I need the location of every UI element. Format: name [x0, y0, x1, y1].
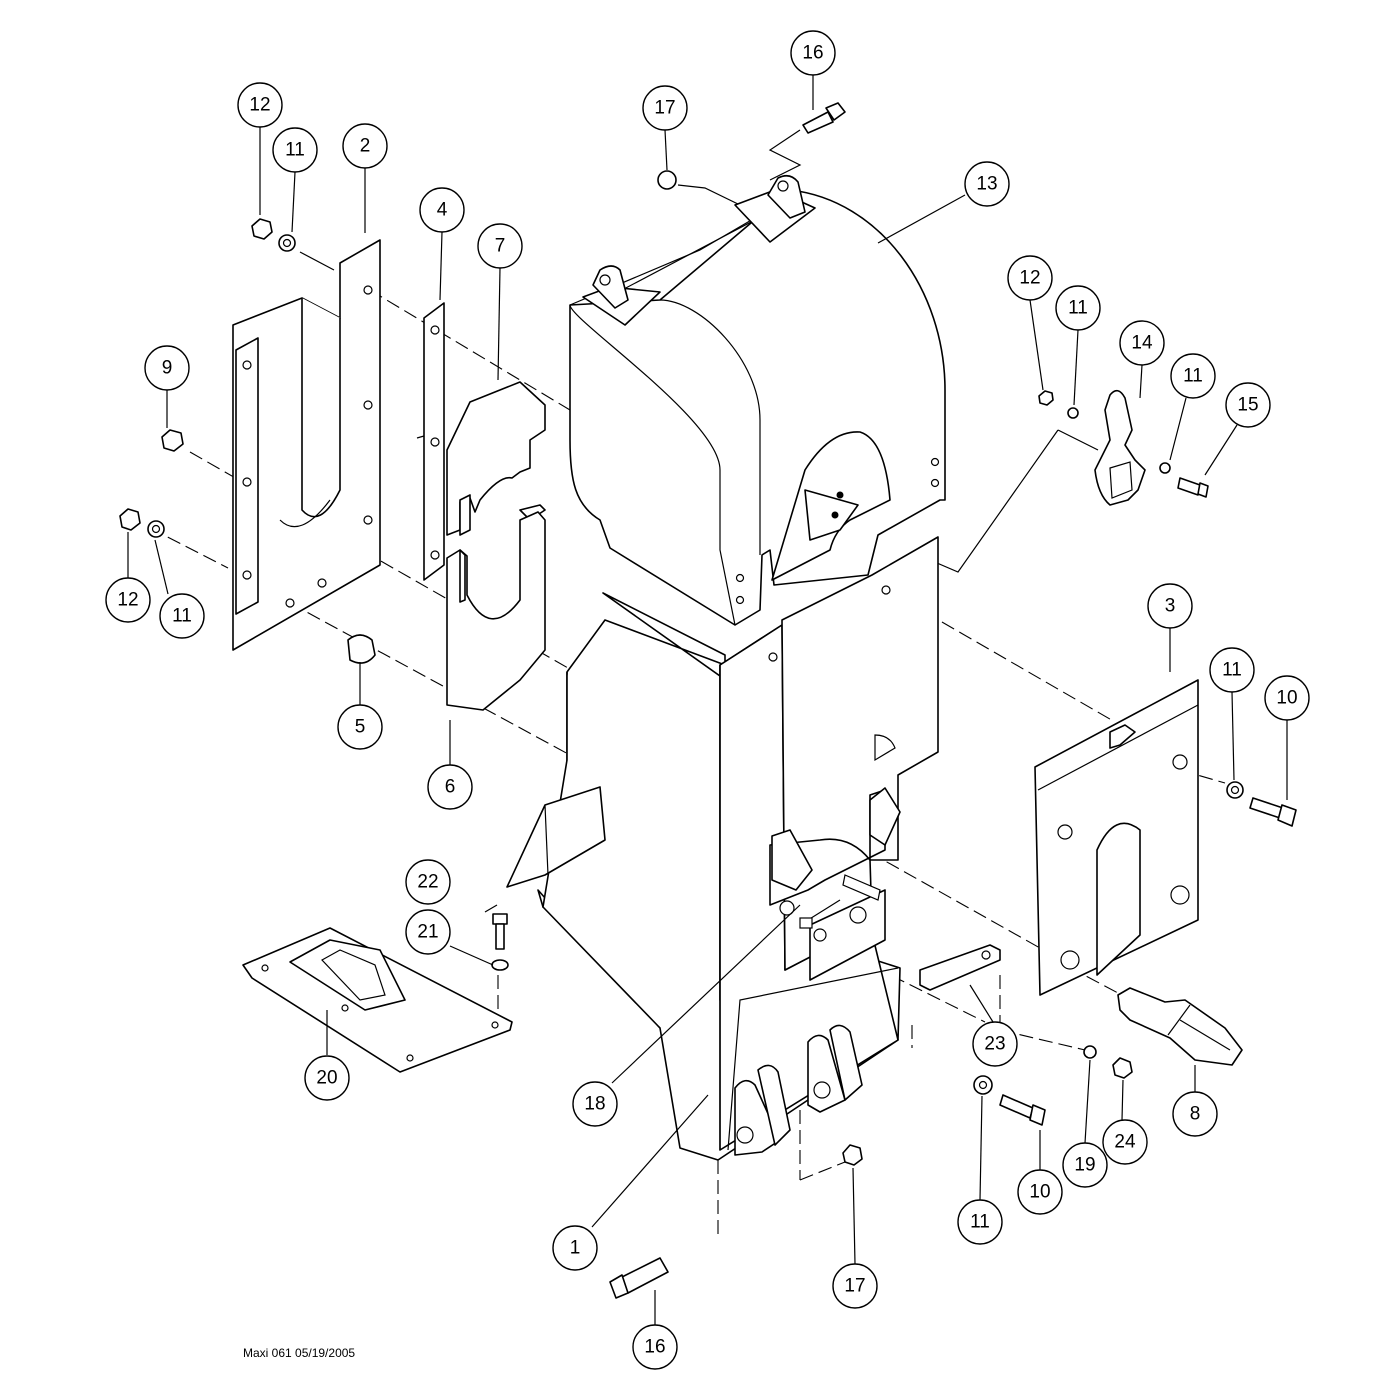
svg-text:16: 16 — [802, 43, 823, 64]
svg-text:20: 20 — [316, 1068, 337, 1089]
callout-22: 22 — [405, 859, 451, 905]
callout-20: 20 — [304, 1055, 350, 1101]
callout-1: 1 — [552, 1225, 598, 1271]
callout-2: 2 — [342, 123, 388, 169]
callout-6: 6 — [427, 764, 473, 810]
callout-3: 3 — [1147, 583, 1193, 629]
callout-16-top: 16 — [790, 30, 836, 76]
svg-text:11: 11 — [1183, 366, 1203, 387]
callout-24: 24 — [1102, 1119, 1148, 1165]
clamp-14 — [1094, 389, 1146, 506]
svg-text:13: 13 — [976, 174, 997, 195]
callout-12-top: 12 — [237, 82, 283, 128]
side-plate-3 — [1034, 679, 1199, 996]
callout-16-bottom: 16 — [632, 1324, 678, 1370]
svg-text:22: 22 — [417, 872, 438, 893]
callout-leaders — [127, 75, 1288, 1325]
svg-text:11: 11 — [970, 1212, 990, 1233]
callout-17-bottom: 17 — [832, 1263, 878, 1309]
svg-text:14: 14 — [1131, 333, 1153, 354]
callout-18: 18 — [572, 1081, 618, 1127]
callout-12-right: 12 — [1007, 255, 1053, 301]
svg-text:12: 12 — [117, 590, 138, 611]
svg-text:11: 11 — [285, 140, 305, 161]
callout-11-right-a: 11 — [1055, 285, 1101, 331]
bottom-lugs — [734, 1024, 863, 1156]
svg-text:19: 19 — [1074, 1155, 1095, 1176]
callout-12-left: 12 — [105, 577, 151, 623]
deflector — [506, 786, 606, 888]
callout-19: 19 — [1062, 1142, 1108, 1188]
callout-5: 5 — [337, 704, 383, 750]
wear-plate-7 — [446, 381, 546, 536]
bearing-area — [769, 787, 901, 981]
svg-text:7: 7 — [495, 236, 506, 257]
svg-text:6: 6 — [445, 777, 456, 798]
callout-11-left: 11 — [159, 593, 205, 639]
drawing-footer-label: Maxi 061 05/19/2005 — [243, 1346, 356, 1360]
callout-21: 21 — [405, 909, 451, 955]
svg-text:18: 18 — [584, 1094, 605, 1115]
svg-text:3: 3 — [1165, 596, 1176, 617]
connector-lines — [299, 129, 1099, 573]
svg-text:11: 11 — [172, 606, 192, 627]
callout-10-right: 10 — [1264, 675, 1310, 721]
svg-text:11: 11 — [1068, 298, 1088, 319]
svg-text:16: 16 — [644, 1337, 665, 1358]
strip-4 — [416, 302, 445, 581]
svg-text:23: 23 — [984, 1034, 1005, 1055]
callout-17-top: 17 — [642, 85, 688, 131]
callout-8: 8 — [1172, 1091, 1218, 1137]
svg-text:21: 21 — [417, 922, 438, 943]
callout-13: 13 — [964, 161, 1010, 207]
svg-text:12: 12 — [1019, 268, 1040, 289]
side-plate-2 — [232, 239, 381, 651]
svg-text:2: 2 — [360, 136, 371, 157]
callout-10-bottom: 10 — [1017, 1169, 1063, 1215]
callout-7: 7 — [477, 223, 523, 269]
svg-text:10: 10 — [1276, 688, 1297, 709]
svg-text:17: 17 — [844, 1276, 865, 1297]
bar-23 — [919, 944, 1001, 991]
lock-pin-8 — [1117, 987, 1243, 1066]
callout-15: 15 — [1225, 382, 1271, 428]
svg-text:4: 4 — [437, 200, 448, 221]
callouts: 1 2 3 4 5 6 7 8 9 10 10 11 11 11 11 11 1… — [105, 30, 1310, 1370]
svg-text:1: 1 — [570, 1238, 581, 1259]
svg-text:24: 24 — [1114, 1132, 1136, 1153]
svg-text:12: 12 — [249, 95, 270, 116]
svg-text:9: 9 — [162, 358, 173, 379]
wear-plate-6 — [446, 511, 546, 711]
base-plate-20 — [242, 927, 513, 1073]
callout-11-bottom: 11 — [957, 1199, 1003, 1245]
callout-11-right-b: 11 — [1170, 353, 1216, 399]
main-body — [537, 592, 901, 1161]
svg-text:8: 8 — [1190, 1104, 1201, 1125]
callout-4: 4 — [419, 187, 465, 233]
svg-text:10: 10 — [1029, 1182, 1050, 1203]
callout-14: 14 — [1119, 320, 1165, 366]
svg-text:5: 5 — [355, 717, 366, 738]
svg-text:15: 15 — [1237, 395, 1258, 416]
upper-hood — [569, 174, 946, 626]
svg-text:11: 11 — [1222, 660, 1242, 681]
callout-9: 9 — [144, 345, 190, 391]
svg-text:17: 17 — [654, 98, 675, 119]
callout-23: 23 — [972, 1021, 1018, 1067]
hardware — [119, 102, 1297, 1299]
callout-11-top: 11 — [272, 127, 318, 173]
callout-11-right-c: 11 — [1209, 647, 1255, 693]
